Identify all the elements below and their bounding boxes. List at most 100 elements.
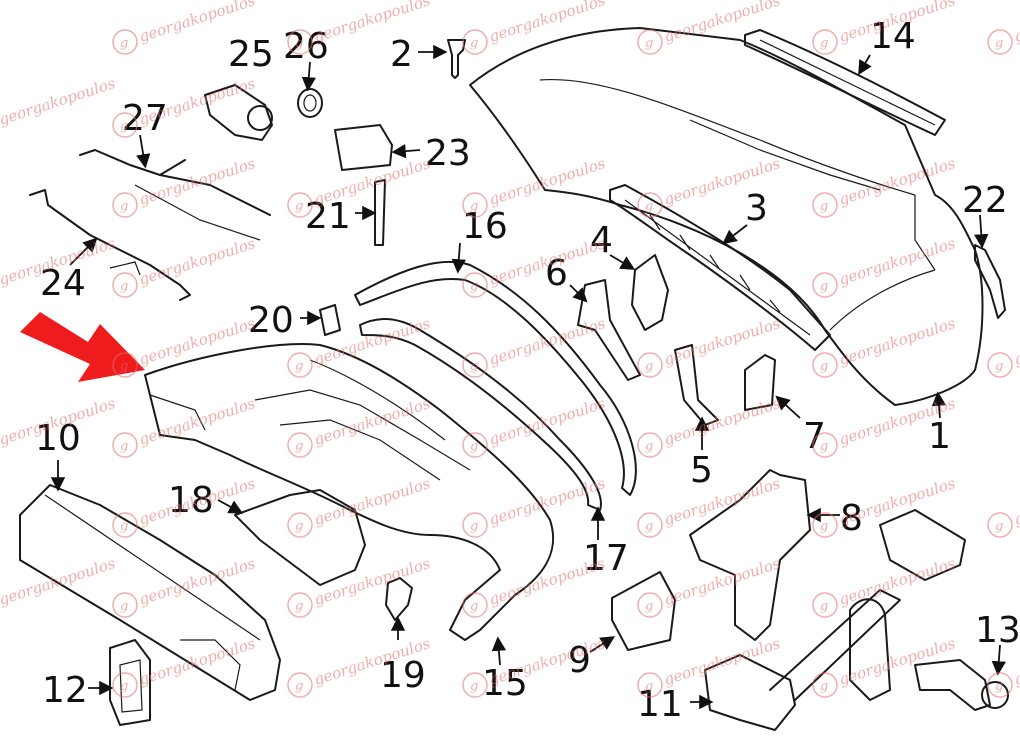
callout-4: 4 [590,220,613,261]
svg-text:g: g [645,359,653,374]
svg-text:g: g [120,599,128,614]
watermark-logo-icon: g georgakopoulos [812,154,958,218]
part-24-wire-harness [29,189,191,301]
svg-text:g: g [120,199,128,214]
part-20-clip [319,304,341,336]
svg-text:g: g [295,199,303,214]
callout-27: 27 [122,98,168,139]
watermark-text: georgakopoulos [137,234,258,289]
watermark-logo-icon: g georgakopoulos [287,394,433,458]
svg-text:g: g [820,519,828,534]
svg-text:g: g [645,599,653,614]
callout-11: 11 [637,684,683,725]
svg-text:g: g [295,36,303,51]
watermark-text: georgakopoulos [662,554,783,609]
leader-lines [50,44,1006,710]
part-16-upper-trim [354,260,637,496]
watermark-text: georgakopoulos [837,154,958,209]
watermark-text: georgakopoulos [662,0,783,46]
svg-text:g: g [470,359,478,374]
part-27-sensor-harness [79,149,271,241]
callout-19: 19 [380,655,426,696]
watermark-text: georgakopoulos [662,634,783,689]
watermark-text: georgakopoulos [1012,0,1020,46]
svg-text:g: g [820,679,828,694]
watermark-text: georgakopoulos [1012,314,1020,369]
svg-text:g: g [470,199,478,214]
part-11-tow-hitch [704,509,966,731]
watermark-text: georgakopoulos [487,0,608,46]
callout-6: 6 [545,253,568,294]
watermark-text: georgakopoulos [0,74,118,129]
svg-text:g: g [120,36,128,51]
part-22-side-bracket [974,244,1006,319]
callout-24: 24 [40,263,86,304]
watermark-text: georgakopoulos [312,154,433,209]
svg-text:g: g [120,359,128,374]
callout-9: 9 [568,640,591,681]
watermark-text: georgakopoulos [837,234,958,289]
callout-15: 15 [482,663,528,704]
svg-text:g: g [120,279,128,294]
svg-text:g: g [995,679,1003,694]
watermark-text: georgakopoulos [487,394,608,449]
callout-10: 10 [35,418,81,459]
part-10-reinforcement-beam [19,484,281,701]
part-5-bracket [674,344,719,426]
svg-text:g: g [645,36,653,51]
part-2-push-clip [447,39,466,79]
svg-text:g: g [645,519,653,534]
part-25-parking-sensor [204,84,273,141]
watermark-logo-icon: g georgakopoulos [637,0,783,55]
part-3-impact-absorber [609,184,831,351]
svg-text:g: g [470,36,478,51]
callout-7: 7 [803,416,826,457]
callout-23: 23 [425,133,471,174]
watermark-text: georgakopoulos [312,394,433,449]
callout-18: 18 [168,480,214,521]
part-19-clip [385,577,413,621]
svg-text:g: g [120,439,128,454]
callout-25: 25 [228,34,274,75]
callout-2: 2 [390,34,413,75]
callout-21: 21 [305,196,351,237]
callout-14: 14 [870,16,916,57]
svg-text:g: g [820,199,828,214]
part-9-cover-plate [611,571,676,651]
svg-text:g: g [820,36,828,51]
watermark-text: georgakopoulos [662,394,783,449]
part-15-rear-diffuser [144,343,555,641]
svg-text:g: g [470,519,478,534]
svg-text:g: g [995,36,1003,51]
watermark-text: georgakopoulos [662,474,783,529]
callout-5: 5 [690,450,713,491]
svg-text:g: g [470,679,478,694]
part-4-bracket [631,254,669,331]
svg-text:g: g [645,199,653,214]
svg-text:g: g [995,519,1003,534]
callout-17: 17 [583,538,629,579]
svg-text:g: g [295,679,303,694]
svg-text:g: g [295,439,303,454]
svg-text:g: g [295,359,303,374]
svg-text:g: g [645,679,653,694]
svg-text:g: g [120,119,128,134]
part-18-panel [234,489,366,586]
callout-8: 8 [840,498,863,539]
callout-26: 26 [283,26,329,67]
watermark-logo-icon: g georgakopoulos [987,0,1020,55]
part-1-rear-bumper-cover [469,27,984,406]
